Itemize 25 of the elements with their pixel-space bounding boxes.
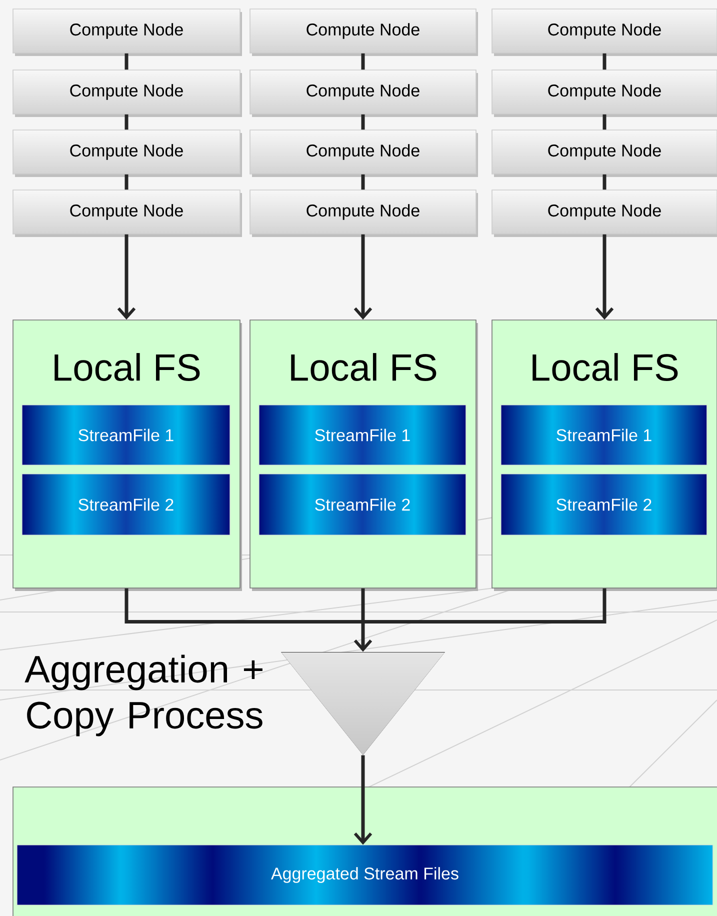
compute-node-box: Compute Node	[250, 70, 478, 117]
process-label: Aggregation + Copy Process	[24, 654, 262, 736]
compute-node-box: Compute Node	[492, 70, 717, 117]
stream-file-bar: StreamFile 1	[258, 404, 466, 466]
compute-node-box: Compute Node	[12, 8, 242, 56]
compute-node-box: Compute Node	[250, 130, 478, 177]
stream-file-bar: StreamFile 2	[22, 474, 230, 536]
stream-file-bar: StreamFile 2	[500, 474, 708, 536]
compute-node-box: Compute Node	[12, 70, 242, 117]
stream-file-bar: Aggregated Stream Files	[16, 844, 714, 906]
stream-file-bar: StreamFile 1	[500, 404, 708, 466]
compute-node-box: Compute Node	[12, 190, 242, 237]
arrow	[354, 234, 372, 320]
compute-node-box: Compute Node	[492, 190, 717, 237]
arrow	[117, 234, 136, 320]
stream-file-bar: StreamFile 2	[258, 474, 466, 536]
compute-node-box: Compute Node	[492, 130, 717, 177]
arrow	[354, 755, 372, 845]
stream-file-bar: StreamFile 1	[22, 404, 230, 466]
compute-node-box: Compute Node	[250, 190, 478, 237]
compute-node-box: Compute Node	[12, 130, 242, 177]
compute-node-box: Compute Node	[492, 8, 717, 56]
arrow	[595, 234, 614, 320]
compute-node-box: Compute Node	[250, 8, 478, 56]
arrow	[124, 586, 606, 652]
